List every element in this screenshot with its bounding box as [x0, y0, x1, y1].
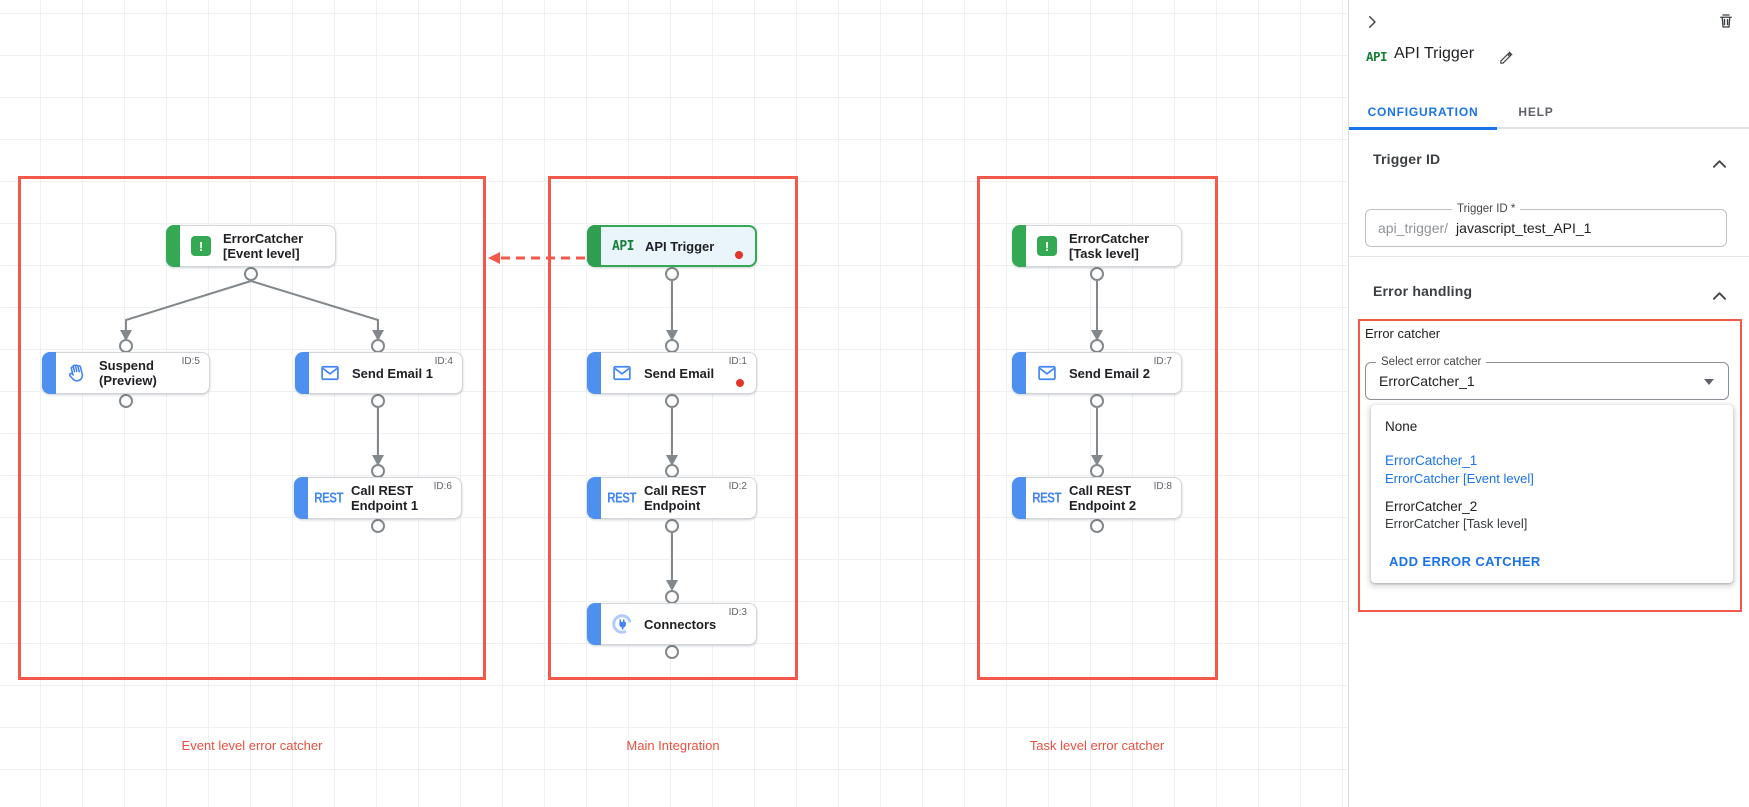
error-catcher-icon: !	[1034, 236, 1060, 256]
tab-configuration[interactable]: CONFIGURATION	[1349, 96, 1497, 130]
error-catcher-select[interactable]: Select error catcher ErrorCatcher_1	[1365, 356, 1729, 400]
node-accent-bar	[587, 225, 601, 267]
dropdown-option-errorcatcher-2[interactable]: ErrorCatcher_2	[1385, 499, 1478, 514]
node-suspend[interactable]: Suspend (Preview) ID:5	[42, 352, 210, 394]
group-label-event: Event level error catcher	[181, 738, 323, 753]
node-id: ID:5	[181, 356, 200, 367]
node-accent-bar	[587, 477, 601, 519]
tab-help[interactable]: HELP	[1518, 104, 1554, 119]
node-call-rest-1[interactable]: REST Call REST Endpoint 1 ID:6	[294, 477, 462, 519]
section-divider	[1349, 256, 1749, 257]
node-label: Send Email	[644, 365, 715, 381]
panel-tabs: CONFIGURATION HELP	[1349, 96, 1749, 130]
expand-less-icon[interactable]	[1713, 287, 1726, 305]
node-send-email[interactable]: Send Email ID:1	[587, 352, 757, 394]
section-heading-error-handling: Error handling	[1373, 283, 1473, 299]
error-catcher-icon: !	[188, 236, 214, 256]
delete-icon[interactable]	[1717, 12, 1735, 35]
node-label: Connectors	[644, 616, 717, 632]
node-id: ID:4	[434, 356, 453, 367]
hand-icon	[64, 362, 90, 384]
node-id: ID:1	[728, 356, 747, 367]
api-icon: API	[1366, 49, 1388, 64]
dropdown-arrow-icon	[1704, 379, 1714, 385]
section-heading-trigger-id: Trigger ID	[1373, 151, 1441, 167]
config-panel: API API Trigger CONFIGURATION HELP Trigg…	[1349, 0, 1749, 807]
node-label: API Trigger	[645, 238, 715, 254]
rest-icon: REST	[1032, 489, 1062, 507]
node-id: ID:6	[433, 481, 452, 492]
edit-icon[interactable]	[1498, 49, 1515, 71]
trigger-id-value: javascript_test_API_1	[1456, 220, 1592, 236]
error-indicator-dot	[736, 379, 744, 387]
node-label: Send Email 2	[1069, 365, 1150, 381]
select-label: Select error catcher	[1376, 356, 1487, 368]
add-error-catcher-button[interactable]: ADD ERROR CATCHER	[1389, 554, 1541, 569]
node-call-rest[interactable]: REST Call REST Endpoint ID:2	[587, 477, 757, 519]
panel-title: API Trigger	[1394, 45, 1475, 62]
select-value: ErrorCatcher_1	[1379, 373, 1475, 389]
node-label: ErrorCatcher [Task level]	[1069, 231, 1150, 261]
trigger-id-prefix: api_trigger/	[1378, 220, 1449, 236]
node-id: ID:2	[728, 481, 747, 492]
trigger-id-field[interactable]: Trigger ID * api_trigger/ javascript_tes…	[1365, 203, 1727, 247]
node-id: ID:8	[1153, 481, 1172, 492]
api-icon: API	[612, 238, 634, 254]
error-link-arrow	[488, 252, 585, 264]
dropdown-option-errorcatcher-1[interactable]: ErrorCatcher_1	[1385, 453, 1478, 468]
error-indicator-dot	[735, 251, 743, 259]
node-accent-bar	[1012, 352, 1026, 394]
node-label: Call REST Endpoint	[644, 483, 707, 513]
error-catcher-label: Error catcher	[1365, 326, 1441, 341]
node-label: Send Email 1	[352, 365, 433, 381]
node-accent-bar	[42, 352, 56, 394]
error-catcher-highlight-box	[1358, 319, 1742, 612]
node-errorcatcher-event[interactable]: ! ErrorCatcher [Event level]	[166, 225, 336, 267]
node-accent-bar	[1012, 225, 1026, 267]
node-call-rest-2[interactable]: REST Call REST Endpoint 2 ID:8	[1012, 477, 1182, 519]
group-label-main: Main Integration	[626, 738, 720, 753]
node-accent-bar	[294, 477, 308, 519]
dropdown-option-none[interactable]: None	[1385, 419, 1418, 434]
dropdown-option-errorcatcher-1-desc: ErrorCatcher [Event level]	[1385, 471, 1534, 486]
node-connectors[interactable]: Connectors ID:3	[587, 603, 757, 645]
collapse-panel-icon[interactable]	[1363, 13, 1381, 36]
node-label: Call REST Endpoint 2	[1069, 483, 1137, 513]
node-accent-bar	[587, 603, 601, 645]
error-catcher-dropdown: None ErrorCatcher_1 ErrorCatcher [Event …	[1371, 405, 1733, 583]
node-accent-bar	[587, 352, 601, 394]
email-icon	[1034, 363, 1060, 383]
node-label: ErrorCatcher [Event level]	[223, 231, 304, 261]
node-api-trigger[interactable]: API API Trigger	[587, 225, 757, 267]
trigger-id-field-label: Trigger ID *	[1452, 203, 1521, 215]
workflow-canvas[interactable]: Event level error catcher Main Integrati…	[0, 0, 1349, 807]
node-send-email-1[interactable]: Send Email 1 ID:4	[295, 352, 463, 394]
email-icon	[317, 363, 343, 383]
expand-less-icon[interactable]	[1713, 155, 1726, 173]
node-errorcatcher-task[interactable]: ! ErrorCatcher [Task level]	[1012, 225, 1182, 267]
node-label: Call REST Endpoint 1	[351, 483, 419, 513]
node-accent-bar	[295, 352, 309, 394]
node-accent-bar	[1012, 477, 1026, 519]
group-label-task: Task level error catcher	[1029, 738, 1165, 753]
connector-icon	[609, 613, 635, 635]
node-send-email-2[interactable]: Send Email 2 ID:7	[1012, 352, 1182, 394]
dropdown-option-errorcatcher-2-desc: ErrorCatcher [Task level]	[1385, 516, 1528, 531]
rest-icon: REST	[314, 489, 344, 507]
rest-icon: REST	[607, 489, 637, 507]
node-id: ID:7	[1153, 356, 1172, 367]
node-id: ID:3	[728, 607, 747, 618]
email-icon	[609, 363, 635, 383]
node-accent-bar	[166, 225, 180, 267]
connector-lines	[119, 252, 1104, 659]
node-label: Suspend (Preview)	[99, 358, 157, 388]
